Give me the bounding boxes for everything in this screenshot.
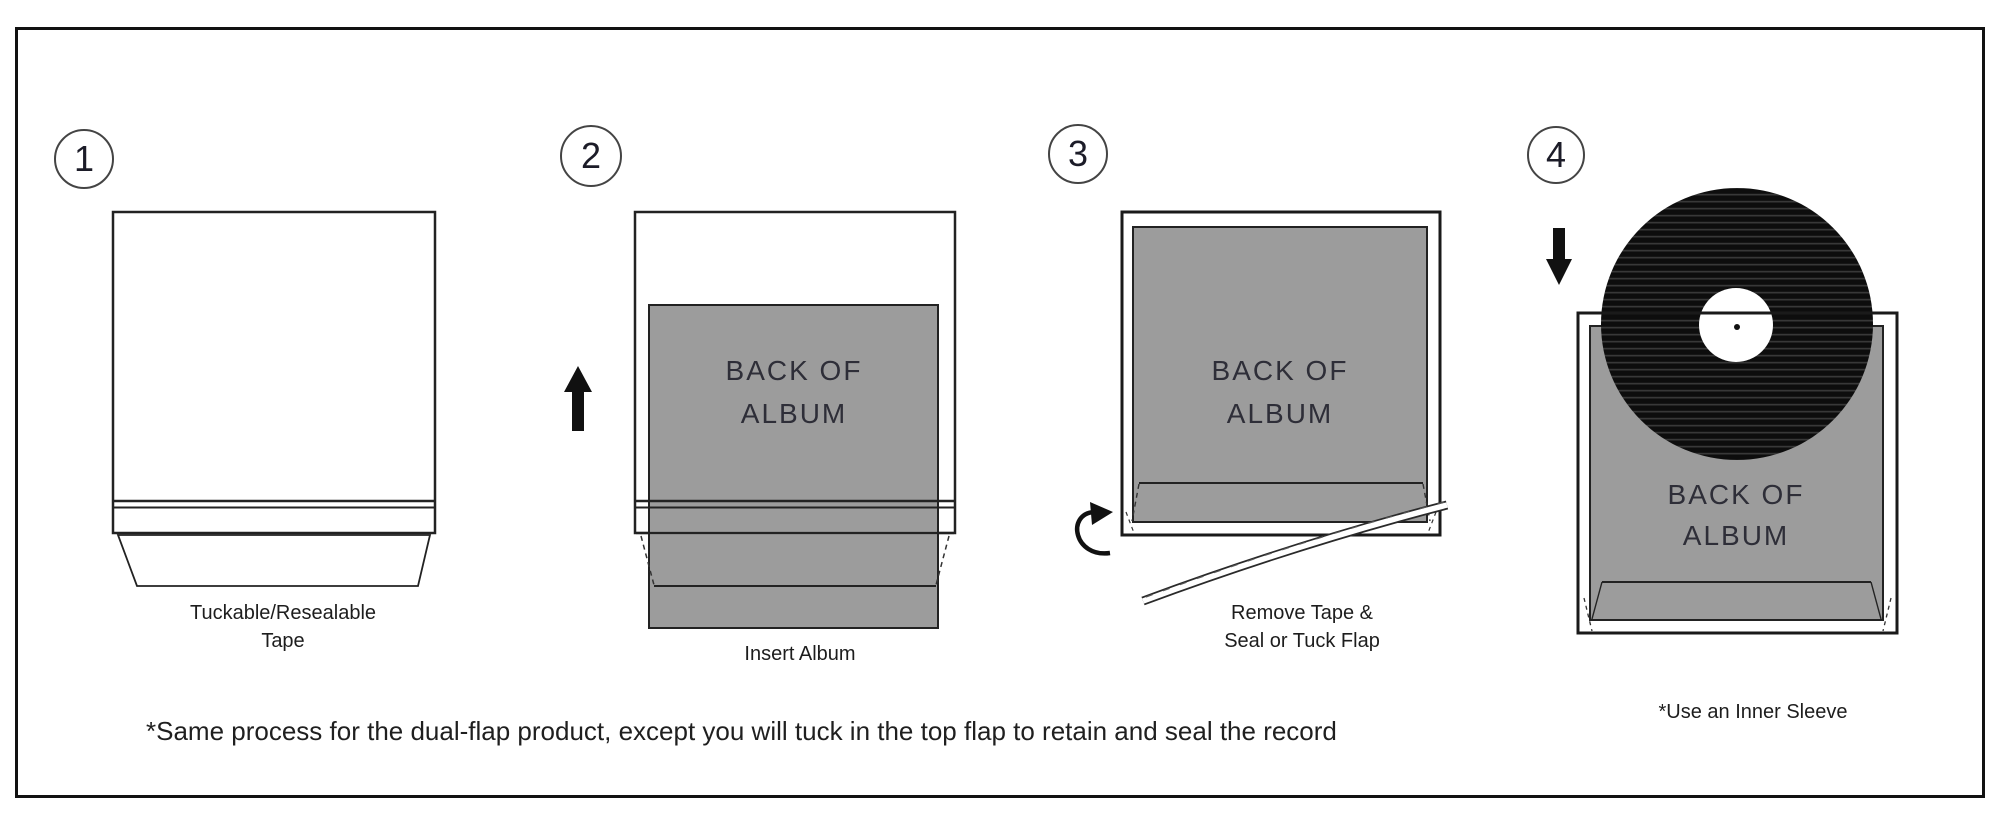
step3-number-circle (1048, 124, 1108, 184)
step4-caption: *Use an Inner Sleeve (1633, 698, 1873, 726)
step3-album-text: BACK OF ALBUM (1160, 349, 1400, 435)
step3-remove-tape (1048, 124, 1449, 606)
step4-corner-fold-left (1583, 597, 1593, 632)
step1-sleeve-body (111, 210, 437, 535)
step1-number-circle (54, 129, 114, 189)
step2-caption-line1: Insert Album (744, 643, 856, 665)
step2-album-line1: BACK OF (725, 355, 863, 386)
up-arrow-icon (564, 366, 592, 431)
step4-number: 4 (1545, 134, 1567, 175)
step3-number: 3 (1067, 133, 1089, 174)
step4-flap-edge-left (1591, 581, 1603, 620)
record-spindle-hole (1734, 324, 1740, 330)
step4-album-line1: BACK OF (1667, 479, 1805, 510)
step4-insert-record (1527, 126, 1899, 635)
down-arrow-icon (1546, 228, 1572, 285)
step4-sleeve-body (1576, 311, 1899, 635)
step4-flap-edge-right (1870, 581, 1882, 620)
step1-caption-line1: Tuckable/Resealable (189, 602, 377, 624)
step1-number: 1 (73, 138, 95, 179)
step3-caption: Remove Tape & Seal or Tuck Flap (1182, 599, 1422, 655)
step3-flap-edge-right (1422, 483, 1431, 522)
step4-number-circle (1527, 126, 1585, 184)
step3-flap-edge-left (1131, 483, 1140, 522)
tape-strip (1141, 500, 1449, 606)
step2-album (648, 304, 939, 629)
step1-caption-line2: Tape (261, 630, 305, 652)
step4-corner-fold-right (1882, 597, 1892, 632)
step3-album-line1: BACK OF (1211, 355, 1349, 386)
step3-corner-fold-right (1427, 511, 1437, 534)
step3-caption-line2: Seal or Tuck Flap (1224, 630, 1380, 652)
step2-number: 2 (580, 135, 602, 176)
step4-caption-line1: *Use an Inner Sleeve (1658, 701, 1848, 723)
step2-caption: Insert Album (700, 640, 900, 668)
step3-album-line2: ALBUM (1226, 398, 1334, 429)
flip-flap-curved-arrow-icon (1075, 502, 1113, 556)
footnote: *Same process for the dual-flap product,… (146, 716, 1337, 746)
step4-album-line2: ALBUM (1682, 520, 1790, 551)
step2-album-text: BACK OF ALBUM (674, 349, 914, 435)
step3-caption-line1: Remove Tape & (1231, 602, 1373, 624)
step2-album-line2: ALBUM (740, 398, 848, 429)
step1-caption: Tuckable/Resealable Tape (163, 599, 403, 655)
vinyl-record (1601, 188, 1873, 460)
step3-corner-fold-left (1125, 511, 1135, 534)
step2-number-circle (560, 125, 622, 187)
step1-sleeve-flap (116, 534, 432, 587)
step2-insert-album (560, 125, 957, 629)
step4-album-text: BACK OF ALBUM (1616, 474, 1856, 556)
step1-empty-sleeve (54, 129, 437, 587)
step3-album (1132, 226, 1428, 523)
